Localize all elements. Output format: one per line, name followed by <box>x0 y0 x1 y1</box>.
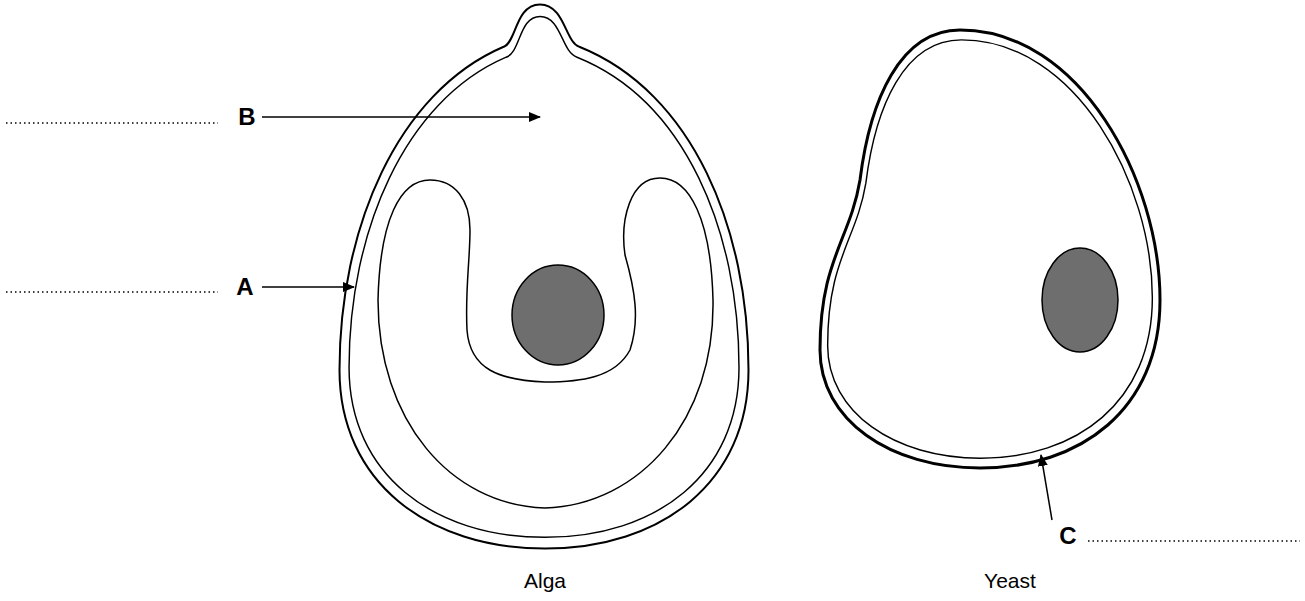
alga-cell-wall <box>343 8 745 545</box>
leader-arrow <box>262 286 354 288</box>
alga-nucleus <box>512 265 604 365</box>
yeast-membrane <box>828 40 1153 458</box>
answer-line <box>6 291 218 293</box>
part-letter: B <box>238 105 255 129</box>
alga-membrane <box>349 16 739 537</box>
answer-line <box>6 122 218 124</box>
cell-caption: Yeast <box>984 570 1036 591</box>
cell-caption: Alga <box>524 570 566 591</box>
leader-arrow <box>262 116 540 118</box>
yeast-nucleus <box>1042 248 1118 352</box>
leader-arrow <box>1041 455 1052 520</box>
yeast-cell-wall <box>820 30 1160 468</box>
answer-line <box>1088 540 1300 542</box>
chloroplast <box>378 178 713 508</box>
part-letter: A <box>236 275 253 299</box>
part-letter: C <box>1059 524 1076 548</box>
